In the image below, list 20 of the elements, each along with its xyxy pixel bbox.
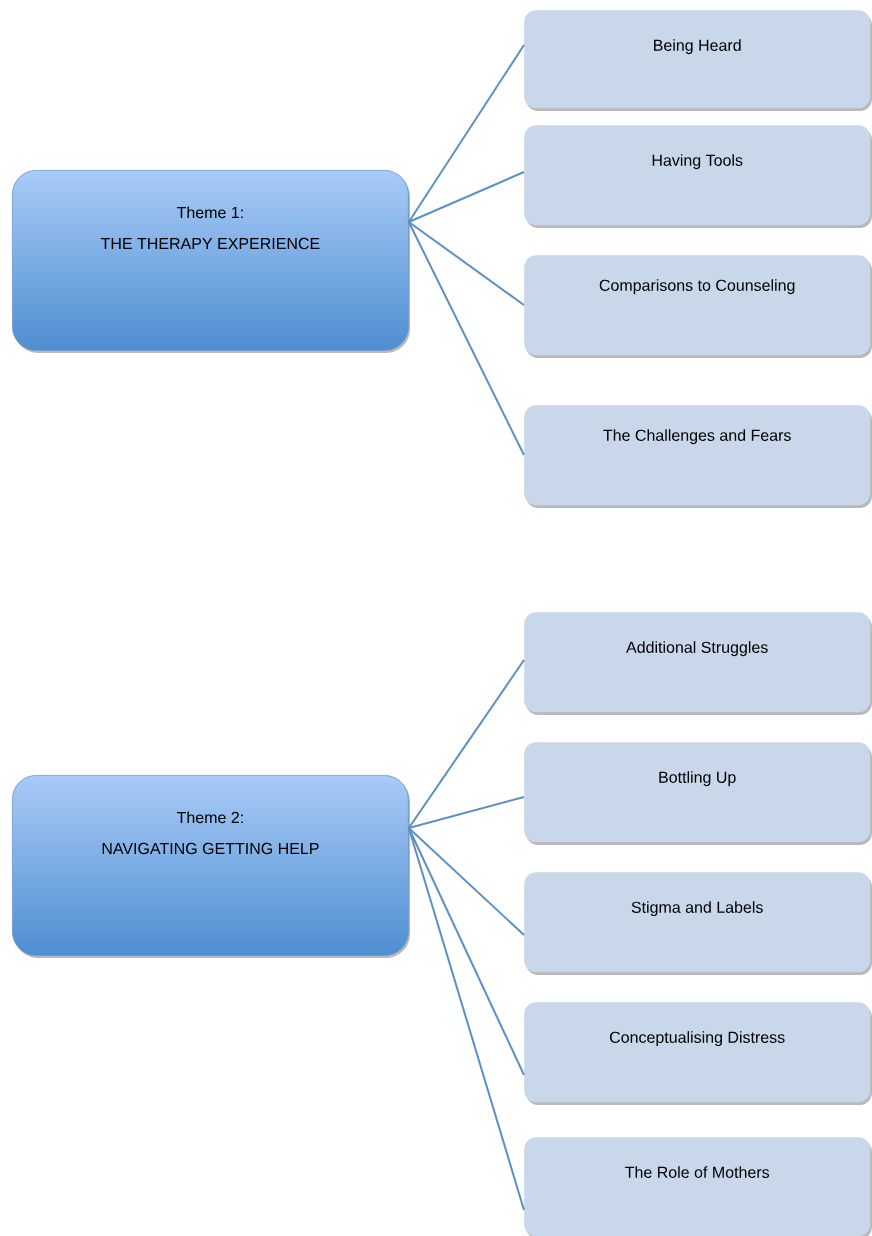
subtheme-box: Additional Struggles bbox=[524, 612, 872, 715]
subtheme-box: Bottling Up bbox=[524, 742, 872, 845]
subtheme-box: The Role of Mothers bbox=[524, 1137, 872, 1236]
connector-line bbox=[407, 221, 525, 306]
subtheme-box: Stigma and Labels bbox=[524, 872, 872, 975]
subtheme-box: Conceptualising Distress bbox=[524, 1002, 872, 1105]
connector-line bbox=[407, 827, 525, 936]
connector-line bbox=[407, 796, 525, 829]
connector-line bbox=[407, 221, 525, 456]
subtheme-box: The Challenges and Fears bbox=[524, 405, 872, 508]
connector-line bbox=[407, 827, 525, 1211]
connector-line bbox=[407, 659, 525, 829]
theme-box: Theme 1: THE THERAPY EXPERIENCE bbox=[12, 170, 410, 353]
subtheme-box: Having Tools bbox=[524, 125, 872, 228]
connector-line bbox=[407, 827, 525, 1076]
connector-line bbox=[407, 171, 525, 223]
subtheme-box: Being Heard bbox=[524, 10, 872, 111]
theme-box: Theme 2: NAVIGATING GETTING HELP bbox=[12, 775, 410, 958]
connector-line bbox=[407, 44, 525, 223]
subtheme-box: Comparisons to Counseling bbox=[524, 255, 872, 358]
